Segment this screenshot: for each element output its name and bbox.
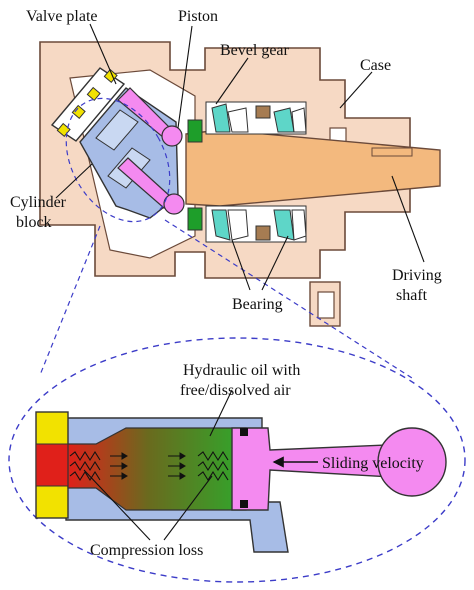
label-hydraulic-oil-line2: free/dissolved air (180, 382, 291, 399)
label-compression-loss: Compression loss (90, 542, 203, 559)
leader-bevel-gear (215, 57, 249, 105)
valve-plate (50, 67, 126, 142)
callout-valve-plate (35, 411, 69, 519)
bearing-upper (205, 101, 307, 135)
leader-piston (177, 25, 193, 129)
zoom-callout-ellipse (8, 337, 466, 583)
label-bevel-gear: Bevel gear (220, 42, 290, 59)
piston-upper (117, 87, 183, 147)
compression-springs (69, 450, 229, 482)
callout-piston (231, 427, 447, 511)
compression-arrows (110, 452, 186, 480)
label-piston: Piston (178, 8, 218, 25)
bevel-gear-upper (187, 119, 203, 143)
leader-compression-loss-left (83, 469, 151, 541)
leader-hydraulic-oil (209, 389, 233, 437)
callout-line-right (164, 219, 413, 379)
bevel-gear-lower (187, 207, 203, 231)
piston-lower (117, 157, 185, 215)
label-case: Case (360, 57, 391, 74)
label-bearing: Bearing (232, 296, 283, 313)
leader-valve-plate (89, 23, 117, 85)
highlight-ellipse (65, 97, 171, 223)
callout-line-left (39, 225, 101, 376)
leader-driving-shaft (391, 175, 425, 263)
label-driving-shaft-line2: shaft (396, 287, 428, 304)
leader-compression-loss-right (163, 475, 213, 541)
leader-bearing-right (261, 235, 289, 291)
label-driving-shaft-line1: Driving (392, 267, 442, 284)
label-cylinder-block-line2: block (16, 214, 52, 231)
leader-cylinder-block (55, 163, 93, 199)
label-sliding-velocity: Sliding velocity (322, 455, 424, 472)
leader-case (339, 71, 373, 109)
label-cylinder-block-line1: Cylinder (10, 194, 67, 211)
bearing-lower (205, 205, 307, 243)
label-valve-plate: Valve plate (26, 8, 98, 25)
label-hydraulic-oil-line1: Hydraulic oil with (183, 362, 300, 379)
leader-bearing-left (231, 239, 251, 291)
